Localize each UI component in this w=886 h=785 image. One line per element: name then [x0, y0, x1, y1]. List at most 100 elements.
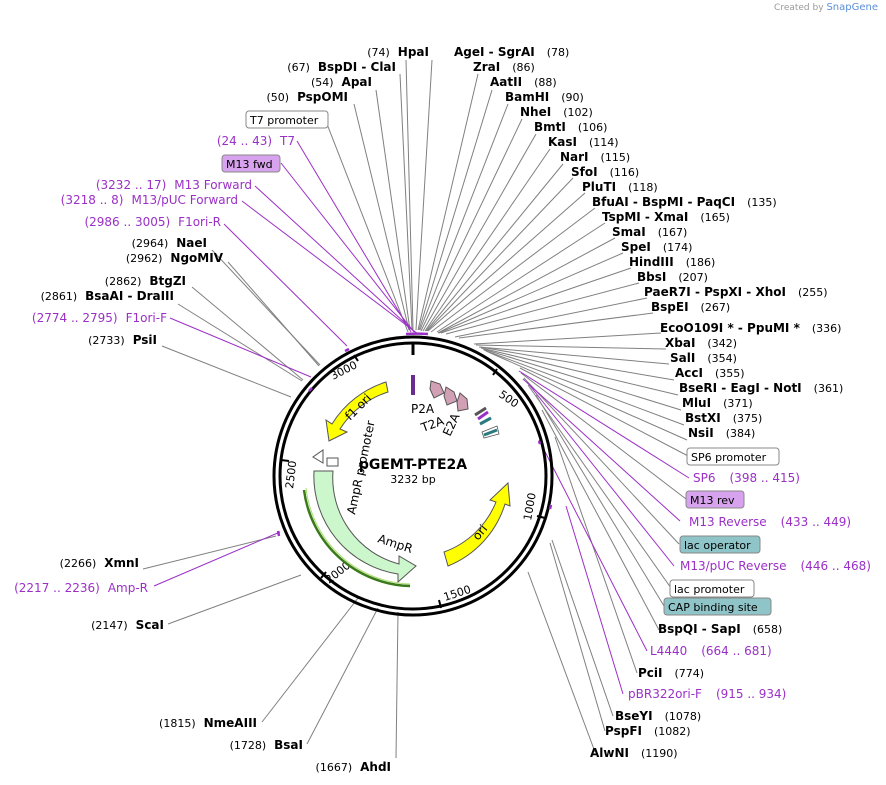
primer-label-f1ori-r[interactable]: (2986 .. 3005)F1ori-R — [84, 215, 221, 229]
primer-label-sp6[interactable]: SP6(398 .. 415) — [693, 471, 800, 485]
primer-label-m13puc-forward[interactable]: (3218 .. 8)M13/pUC Forward — [61, 193, 238, 207]
feature-t2a[interactable] — [443, 386, 458, 406]
box-t7-promoter-text: T7 promoter — [249, 114, 319, 127]
leader-aatii — [418, 89, 493, 331]
primer-mark-pbr — [548, 504, 553, 510]
leader-bmti — [422, 133, 537, 332]
primer-label-t7[interactable]: (24 .. 43)T7 — [217, 134, 295, 148]
enzyme-label-bsaai-draiii[interactable]: (2861)BsaAI - DraIII — [41, 289, 174, 303]
enzymes-left: (74)HpaI (67)BspDI - ClaI (54)ApaI (50)P… — [41, 45, 429, 774]
enzyme-label-bstxi[interactable]: BstXI(375) — [685, 411, 762, 425]
enzyme-label-psii[interactable]: (2733)PsiI — [88, 333, 157, 347]
leader-naei — [211, 249, 321, 366]
enzyme-label-pcii[interactable]: PciI(774) — [638, 666, 704, 680]
enzyme-label-naei[interactable]: (2964)NaeI — [132, 236, 207, 250]
enzyme-label-pspfi[interactable]: PspFI(1082) — [605, 724, 691, 738]
enzyme-label-paer7i-xhoi[interactable]: PaeR7I - PspXI - XhoI(255) — [644, 285, 828, 299]
leader-bseyi — [551, 539, 614, 717]
primer-label-f1ori-f[interactable]: (2774 .. 2795)F1ori-F — [32, 311, 167, 325]
enzyme-label-scai[interactable]: (2147)ScaI — [91, 618, 164, 632]
enzyme-label-tspmi-xmai[interactable]: TspMI - XmaI(165) — [602, 210, 730, 224]
feature-f1-ori[interactable] — [325, 381, 389, 442]
enzyme-label-bamhi[interactable]: BamHI(90) — [505, 90, 584, 104]
feature-ori[interactable] — [443, 481, 511, 567]
enzyme-label-bseyi[interactable]: BseYI(1078) — [615, 709, 701, 723]
feature-ampr[interactable] — [313, 470, 417, 584]
box-lac-promoter[interactable]: lac promoter — [669, 579, 755, 598]
enzyme-label-bsai[interactable]: (1728)BsaI — [230, 738, 303, 752]
box-m13-rev-text: M13 rev — [690, 494, 735, 507]
primer-label-m13-forward[interactable]: (3232 .. 17)M13 Forward — [96, 178, 252, 192]
snapgene-credit: Created by SnapGene — [774, 2, 878, 13]
feature-e2a[interactable] — [456, 392, 469, 412]
enzyme-label-nari[interactable]: NarI(115) — [560, 150, 630, 164]
enzyme-label-pluti[interactable]: PluTI(118) — [582, 180, 658, 194]
leader-scai — [167, 574, 302, 625]
enzyme-label-xmni[interactable]: (2266)XmnI — [60, 556, 139, 570]
enzyme-label-hindiii[interactable]: HindIII(186) — [629, 255, 715, 269]
leader-xmni — [142, 535, 277, 570]
leader-f1ori-r — [223, 223, 348, 347]
leader-agei — [415, 59, 433, 331]
tick-2000 — [320, 571, 327, 579]
enzyme-label-agei-sgrai[interactable]: AgeI - SgrAI(78) — [454, 45, 569, 59]
enzyme-label-mlui[interactable]: MluI(371) — [682, 396, 753, 410]
box-m13-fwd[interactable]: M13 fwd — [221, 154, 281, 173]
plasmid-name: pGEMT-PTE2A — [359, 457, 467, 473]
leader-f1ori-f — [169, 317, 312, 378]
leader-bsai — [306, 607, 379, 745]
leader-nari — [425, 163, 564, 332]
leader-hpai — [405, 59, 414, 331]
feature-p2a-label: P2A — [411, 402, 435, 416]
leader-bstxi — [483, 349, 685, 426]
primer-label-m13puc-reverse[interactable]: M13/pUC Reverse(446 .. 468) — [680, 559, 871, 573]
box-cap-binding-site[interactable]: CAP binding site — [663, 597, 772, 616]
enzyme-label-nhei[interactable]: NheI(102) — [520, 105, 593, 119]
enzyme-label-sali[interactable]: SalI(354) — [670, 351, 737, 365]
primer-label-pbr322ori-f[interactable]: pBR322ori-F(915 .. 934) — [628, 687, 786, 701]
leader-m13-forward — [254, 185, 417, 334]
primer-label-m13-reverse[interactable]: M13 Reverse(433 .. 449) — [689, 515, 851, 529]
box-t7-promoter[interactable]: T7 promoter — [245, 110, 329, 129]
enzyme-label-sfoi[interactable]: SfoI(116) — [571, 165, 639, 179]
enzyme-label-bfuai[interactable]: BfuAI - BspMI - PaqCI(135) — [592, 195, 777, 209]
enzyme-label-ecoo109i[interactable]: EcoO109I * - PpuMI *(336) — [660, 321, 841, 335]
feature-p2a[interactable] — [429, 380, 445, 399]
enzyme-label-aatii[interactable]: AatII(88) — [490, 75, 557, 89]
enzyme-label-ahdi[interactable]: (1667)AhdI — [316, 760, 391, 774]
enzyme-label-btgzi[interactable]: (2862)BtgZI — [105, 274, 186, 288]
box-sp6-promoter[interactable]: SP6 promoter — [686, 447, 780, 466]
box-lac-operator[interactable]: lac operator — [679, 535, 761, 554]
primer-label-l4440[interactable]: L4440(664 .. 681) — [650, 644, 772, 658]
leader-alwni — [527, 571, 596, 753]
tick-3000 — [353, 354, 359, 362]
enzyme-label-bspdi-clai[interactable]: (67)BspDI - ClaI — [287, 60, 396, 74]
enzyme-label-acci[interactable]: AccI(355) — [675, 366, 745, 380]
feature-ampr-promoter-arrow[interactable] — [312, 449, 339, 467]
primer-label-amp-r[interactable]: (2217 .. 2236)Amp-R — [14, 581, 148, 595]
enzyme-label-nmeaiii[interactable]: (1815)NmeAIII — [159, 716, 257, 730]
enzyme-label-bbsi[interactable]: BbsI(207) — [637, 270, 708, 284]
enzyme-label-alwni[interactable]: AlwNI(1190) — [590, 746, 678, 760]
enzyme-label-spei[interactable]: SpeI(174) — [621, 240, 692, 254]
enzyme-label-bmti[interactable]: BmtI(106) — [534, 120, 607, 134]
enzyme-label-bspqi-sapi[interactable]: BspQI - SapI(658) — [658, 622, 782, 636]
leader-psii — [161, 345, 292, 398]
enzyme-label-ngomiv[interactable]: (2962)NgoMIV — [126, 251, 224, 265]
enzyme-label-smai[interactable]: SmaI(167) — [612, 225, 687, 239]
enzyme-label-xbai[interactable]: XbaI(342) — [665, 336, 737, 350]
box-m13-rev[interactable]: M13 rev — [685, 490, 745, 509]
enzyme-label-notI[interactable]: BseRI - EagI - NotI(361) — [679, 381, 843, 395]
leader-notI — [480, 347, 679, 396]
enzyme-label-bspei[interactable]: BspEI(267) — [651, 300, 730, 314]
leader-sp6-promoter — [519, 367, 691, 458]
enzyme-label-pspomi[interactable]: (50)PspOMI — [266, 90, 348, 104]
enzyme-label-hpai[interactable]: (74)HpaI — [367, 45, 429, 59]
enzyme-label-zrai[interactable]: ZraI(86) — [473, 60, 535, 74]
enzyme-label-nsii[interactable]: NsiI(384) — [688, 426, 755, 440]
leader-pluti — [427, 192, 586, 332]
leader-xhoi — [454, 297, 648, 338]
enzyme-label-apai[interactable]: (54)ApaI — [311, 75, 372, 89]
enzyme-label-kasi[interactable]: KasI(114) — [548, 135, 619, 149]
tick-label-2500: 2500 — [283, 460, 299, 489]
